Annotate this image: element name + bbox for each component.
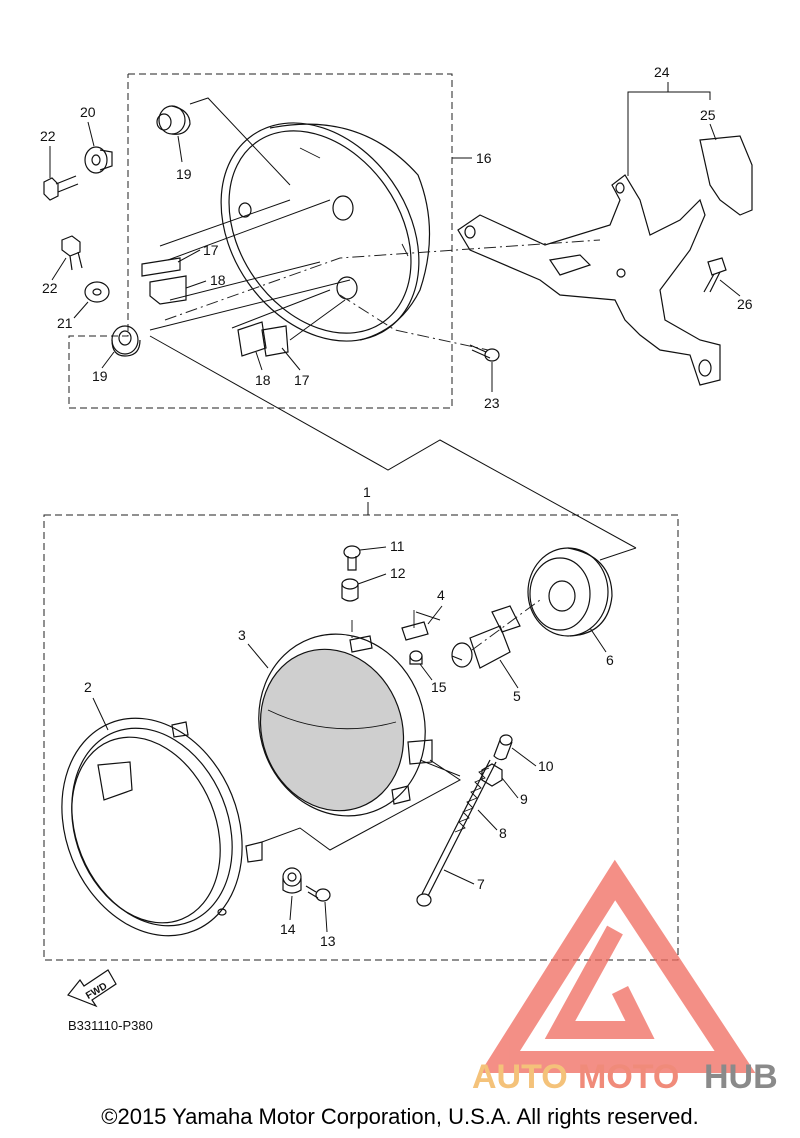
spring-8 <box>454 767 490 833</box>
callout-9: 9 <box>520 791 528 807</box>
centerline-upper-2 <box>339 294 489 351</box>
callout-22-lower: 22 <box>42 280 58 296</box>
callout-26: 26 <box>737 296 753 312</box>
clamp-17-18-top <box>141 257 187 305</box>
callout-12: 12 <box>390 565 406 581</box>
centerline-upper-1 <box>164 239 601 321</box>
leader-lower-group <box>261 611 461 851</box>
washer-21 <box>84 281 110 303</box>
callout-17-top: 17 <box>203 242 219 258</box>
watermark-logo <box>480 859 756 1073</box>
centerline-lower-2 <box>471 599 541 651</box>
grommet-14 <box>282 867 302 894</box>
callout-20: 20 <box>80 104 96 120</box>
callout-19-top: 19 <box>176 166 192 182</box>
screw-13 <box>305 885 331 902</box>
callout-6: 6 <box>606 652 614 668</box>
leader-group-1 <box>149 335 637 561</box>
bolt-26 <box>703 257 727 293</box>
watermark-text-auto: AUTO <box>472 1058 568 1096</box>
callout-16: 16 <box>476 150 492 166</box>
callout-4: 4 <box>437 587 445 603</box>
group-box-16 <box>68 73 453 409</box>
callout-15: 15 <box>431 679 447 695</box>
fwd-arrow: FWD <box>67 969 117 1008</box>
screw-11 <box>343 545 361 571</box>
callout-18-lower: 18 <box>255 372 271 388</box>
spacer-12 <box>341 578 359 602</box>
nut-9 <box>481 763 503 787</box>
bolt-22-lower <box>61 235 83 271</box>
callout-3: 3 <box>238 627 246 643</box>
callout-22-top: 22 <box>40 128 56 144</box>
callout-labels: 1 2 3 4 5 6 7 8 9 10 11 12 13 14 15 16 1 <box>40 64 753 949</box>
screw-23 <box>469 344 500 362</box>
callout-23: 23 <box>484 395 500 411</box>
watermark-text-hub: HUB <box>704 1058 778 1096</box>
callout-18-top: 18 <box>210 272 226 288</box>
diagram-code: B331110-P380 <box>68 1018 153 1033</box>
bolt-22-top <box>43 175 79 201</box>
collar-10 <box>493 734 513 761</box>
callout-8: 8 <box>499 825 507 841</box>
clamp-17-18-lower <box>237 321 289 357</box>
grommet-19-top <box>156 105 191 135</box>
headlight-rim <box>61 717 263 937</box>
leader-upper-group <box>149 97 351 341</box>
grommet-19-lower <box>111 325 141 357</box>
callout-7: 7 <box>477 876 485 892</box>
callout-1: 1 <box>363 484 371 500</box>
callout-2: 2 <box>84 679 92 695</box>
plate-4 <box>401 610 429 641</box>
callout-10: 10 <box>538 758 554 774</box>
callout-25: 25 <box>700 107 716 123</box>
collar-20 <box>84 146 113 174</box>
nut-15 <box>409 650 423 665</box>
callout-21: 21 <box>57 315 73 331</box>
callout-11: 11 <box>390 538 405 554</box>
socket-cover <box>527 547 613 637</box>
callout-24: 24 <box>654 64 670 80</box>
watermark-text-moto: MOTO <box>578 1058 679 1096</box>
callout-19-lower: 19 <box>92 368 108 384</box>
callout-17-lower: 17 <box>294 372 310 388</box>
callout-13: 13 <box>320 933 336 949</box>
copyright-text: ©2015 Yamaha Motor Corporation, U.S.A. A… <box>101 1104 698 1129</box>
label-plate <box>699 135 753 216</box>
bulb <box>451 605 521 669</box>
headlight-unit <box>258 633 433 817</box>
callout-5: 5 <box>513 688 521 704</box>
headlight-bracket <box>457 174 721 386</box>
callout-14: 14 <box>280 921 296 937</box>
